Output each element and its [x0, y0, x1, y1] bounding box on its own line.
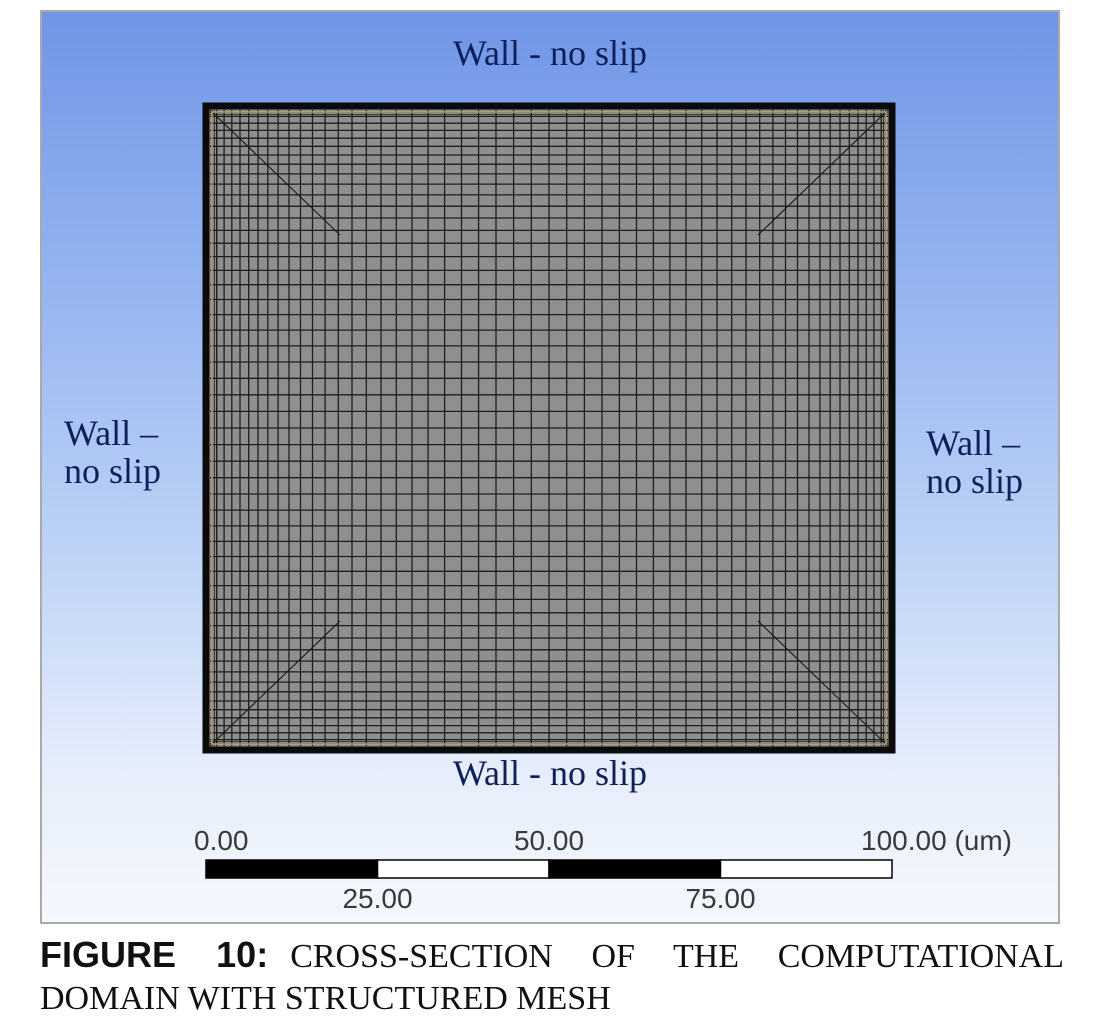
wall-label-bottom: Wall - no slip	[452, 753, 648, 793]
figure-caption: FIGURE 10:CROSS-SECTION OF THE COMPUTATI…	[40, 934, 1064, 1020]
scale-bar-label: 50.00	[514, 825, 584, 856]
scale-bar-label: 0.00	[194, 825, 249, 856]
scale-bar-labels: 0.00 25.00 50.00 75.00 100.00 (um)	[194, 825, 1012, 914]
scale-bar-segments	[205, 859, 893, 879]
caption-label: FIGURE 10:	[40, 934, 269, 975]
figure-panel: Wall - no slip Wall – no slip Wall – no …	[40, 10, 1060, 924]
scale-bar-label: 100.00 (um)	[861, 825, 1012, 856]
scale-bar-segment	[719, 859, 893, 879]
scale-bar-label: 25.00	[342, 883, 412, 914]
mesh-boundary-layer	[211, 111, 887, 745]
mesh-grid-lines	[209, 109, 889, 747]
mesh-line	[757, 109, 889, 236]
wall-label-right: Wall – no slip	[926, 423, 1024, 501]
wall-label-left: Wall – no slip	[64, 413, 162, 491]
scale-bar-segment	[376, 859, 550, 879]
mesh-line	[209, 620, 341, 747]
mesh-line	[209, 109, 341, 236]
caption-text: CROSS-SECTION OF THE COMPUTATIONAL DOMAI…	[40, 938, 1064, 1017]
mesh-line	[757, 620, 889, 747]
scale-bar-segment	[205, 859, 379, 879]
structured-mesh	[202, 102, 896, 754]
scale-bar-label: 75.00	[685, 883, 755, 914]
wall-label-top: Wall - no slip	[452, 33, 648, 73]
scale-bar-segment	[548, 859, 722, 879]
scale-bar: 0.00 25.00 50.00 75.00 100.00 (um)	[194, 825, 1012, 914]
